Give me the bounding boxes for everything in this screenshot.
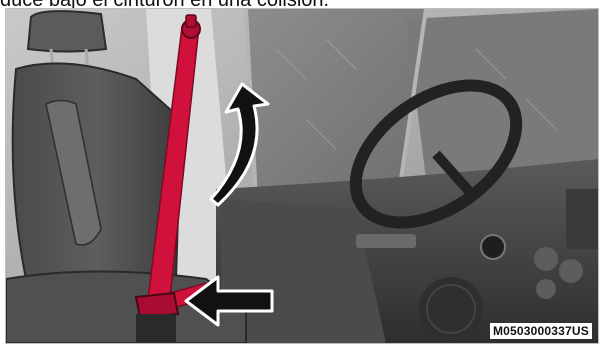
ignition-switch (481, 235, 505, 259)
seatbelt-buckle (136, 293, 178, 317)
buckle-stalk (136, 314, 176, 343)
seatbelt-illustration (6, 9, 598, 343)
center-console (566, 189, 598, 249)
seatbelt-figure: M0503000337US (5, 8, 599, 344)
door-handle (356, 234, 416, 248)
speaker-grille (419, 277, 483, 341)
headrest (28, 11, 106, 51)
figure-code-label: M0503000337US (490, 323, 592, 339)
side-window (246, 9, 426, 199)
